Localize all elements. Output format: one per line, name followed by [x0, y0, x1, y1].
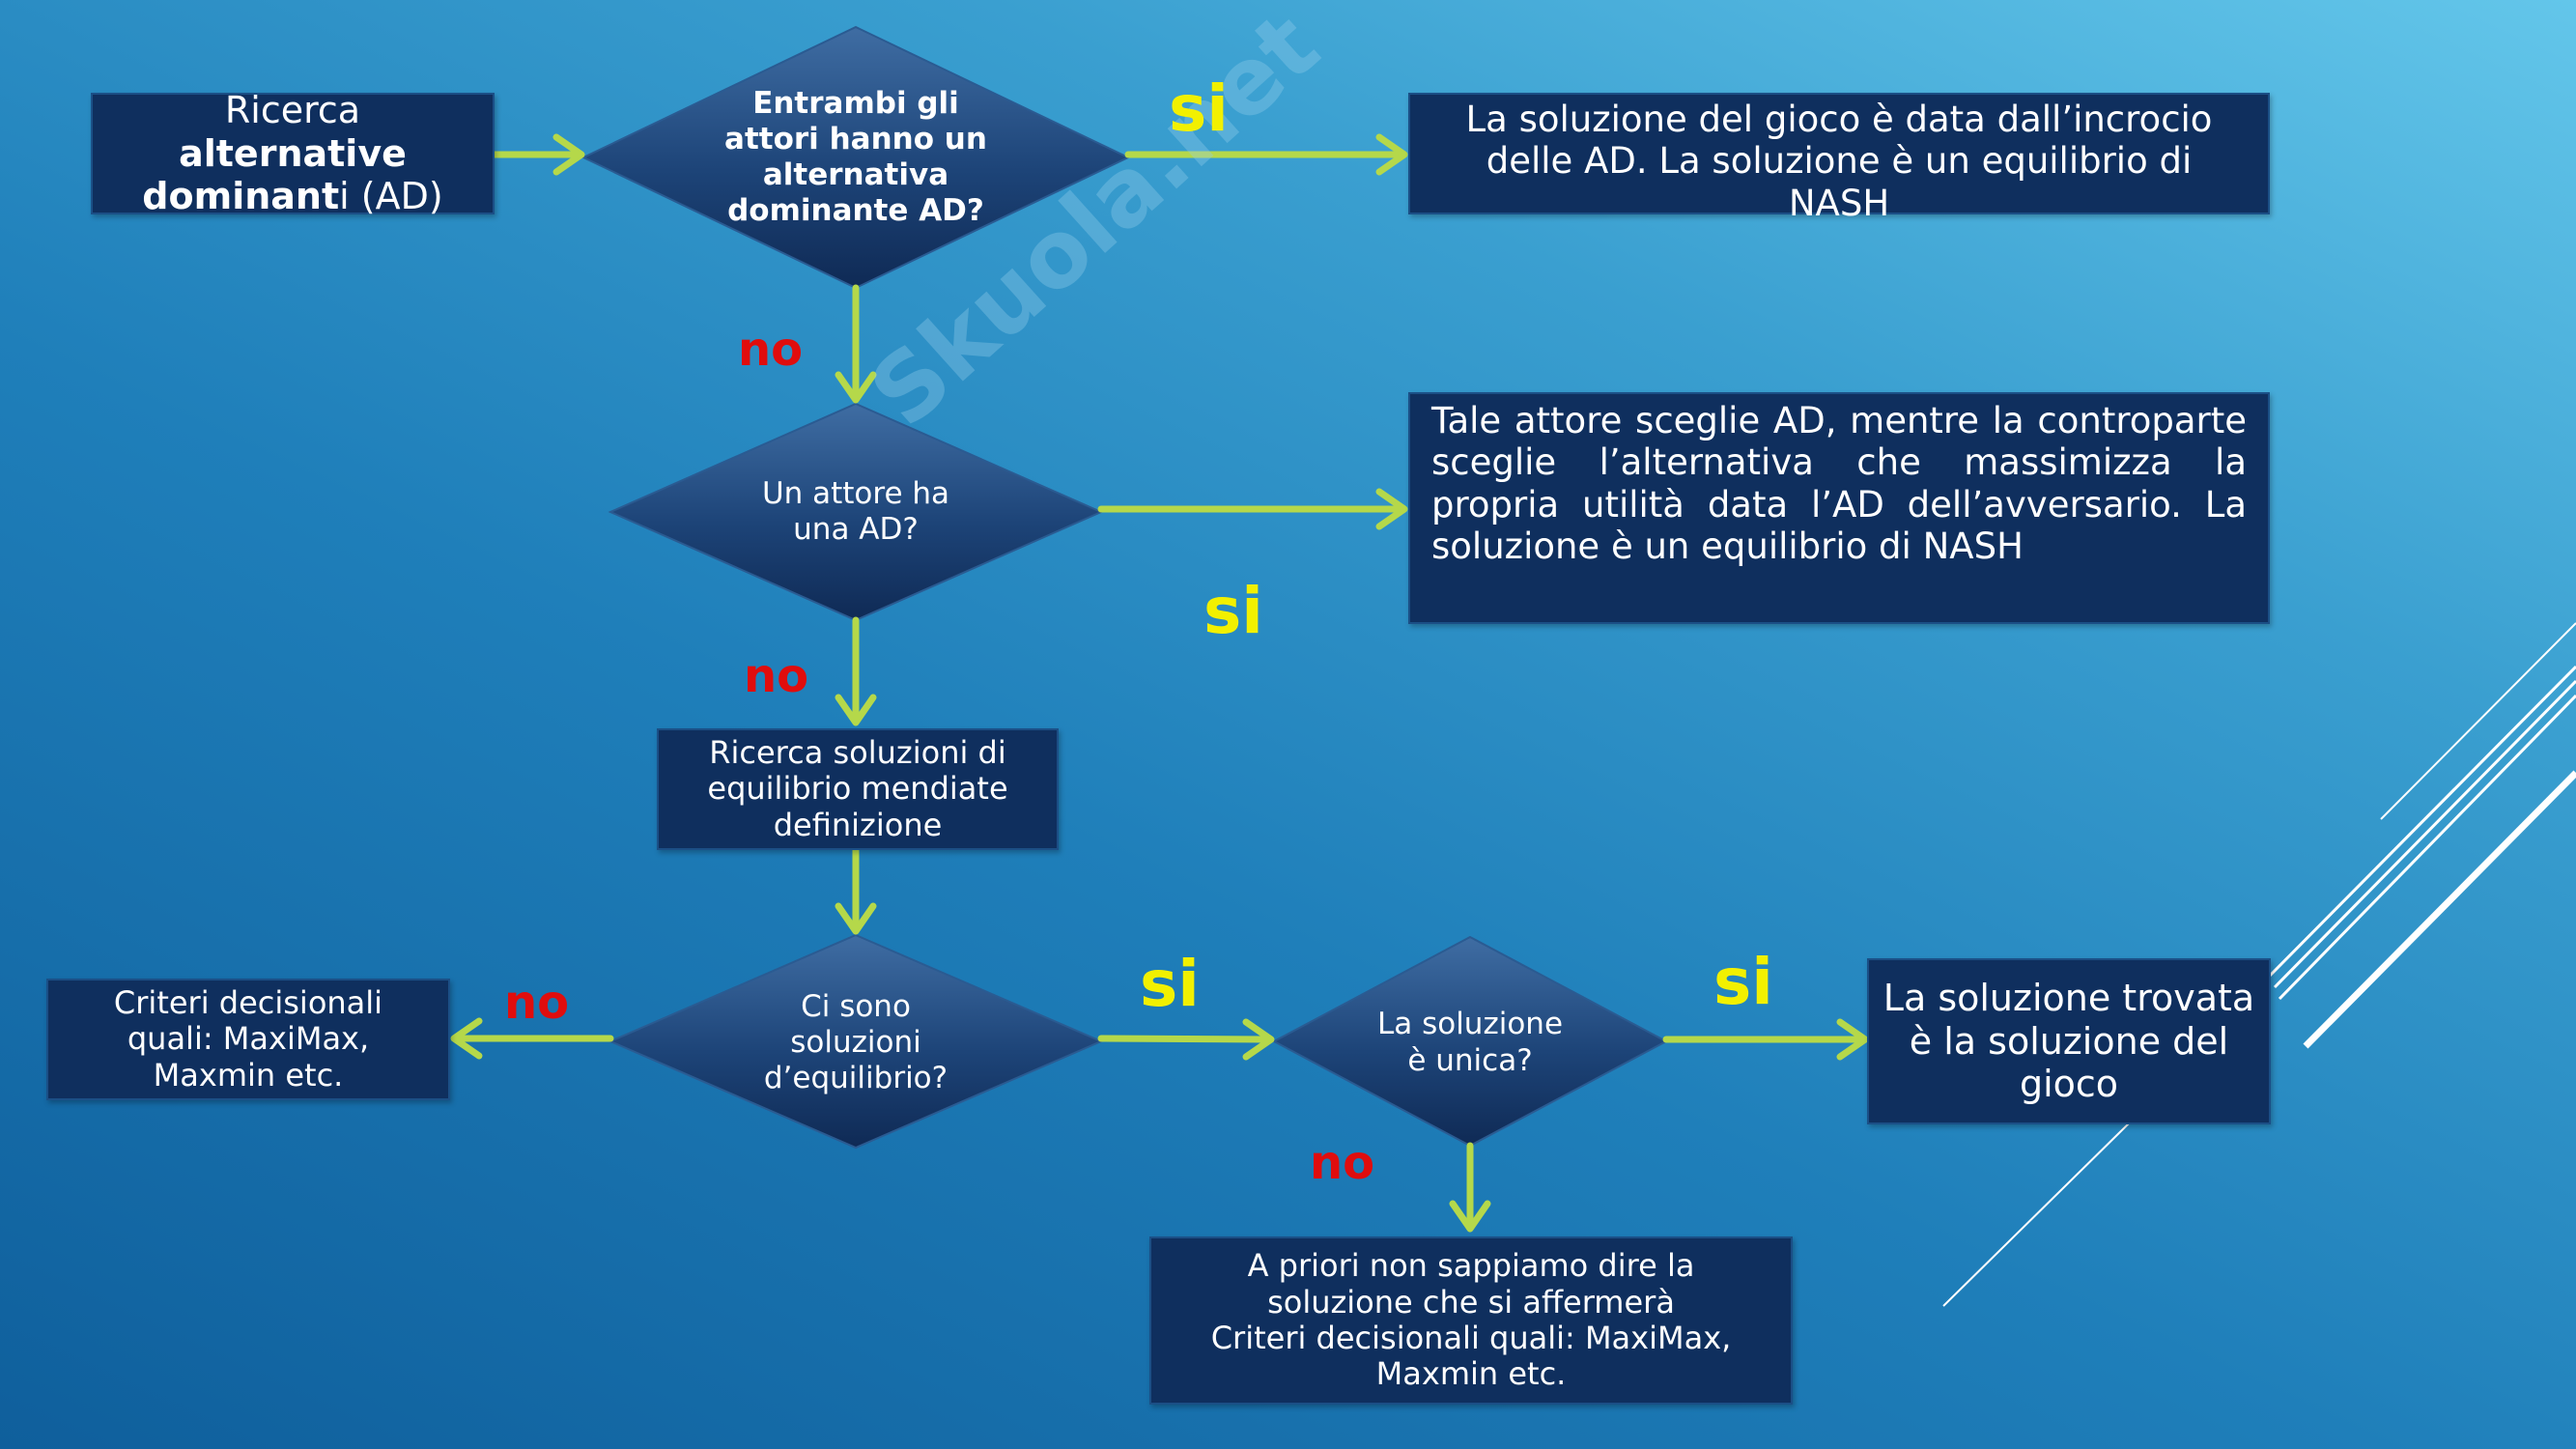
- start-bold2: dominant: [142, 175, 340, 218]
- unknown-line1: A priori non sappiamo dire la: [1247, 1247, 1695, 1285]
- start-line1: Ricerca: [224, 89, 361, 132]
- unknown-text: A priori non sappiamo dire la soluzione …: [1210, 1247, 1732, 1393]
- decision-exist-text: Ci sono soluzioni d’equilibrio?: [763, 988, 948, 1096]
- decision-diamond-exist: [608, 933, 1104, 1150]
- criteria-left-box: Criteri decisionali quali: MaxiMax, Maxm…: [46, 979, 450, 1100]
- nash-one-text: Tale attore sceglie AD, mentre la contro…: [1431, 400, 2247, 567]
- label-no-4: no: [1310, 1136, 1375, 1190]
- solution-final-box: La soluzione trovata è la soluzione del …: [1867, 958, 2271, 1124]
- start-tail2: i (AD): [339, 175, 443, 218]
- unknown-box: A priori non sappiamo dire la soluzione …: [1149, 1236, 1793, 1405]
- search-def-box: Ricerca soluzioni di equilibrio mendiate…: [657, 728, 1059, 850]
- label-si-4: si: [1713, 945, 1773, 1019]
- criteria-left-text: Criteri decisionali quali: MaxiMax, Maxm…: [113, 983, 383, 1094]
- decorative-lines: [1942, 622, 2576, 1307]
- label-si-3: si: [1140, 947, 1200, 1021]
- start-bold1: alternative: [179, 131, 407, 175]
- start-box-text: Ricerca alternative dominanti (AD): [142, 89, 442, 217]
- solution-final-text: La soluzione trovata è la soluzione del …: [1882, 977, 2255, 1106]
- label-no-2: no: [744, 649, 809, 703]
- nash-one-box: Tale attore sceglie AD, mentre la contro…: [1408, 392, 2270, 624]
- search-def-text: Ricerca soluzioni di equilibrio mendiate…: [707, 733, 1008, 843]
- label-no-1: no: [738, 323, 804, 377]
- decision-unique-text: La soluzione è unica?: [1376, 1007, 1564, 1078]
- start-box: Ricerca alternative dominanti (AD): [91, 89, 495, 217]
- label-no-3: no: [504, 976, 570, 1030]
- decision-both-ad-text: Entrambi gli attori hanno un alternativa…: [724, 85, 987, 229]
- decision-one-ad-text: Un attore ha una AD?: [761, 475, 950, 547]
- arrows: [450, 133, 1869, 1233]
- nash-both-box: La soluzione del gioco è data dall’incro…: [1408, 93, 2270, 224]
- unknown-line3: Criteri decisionali quali: MaxiMax,: [1210, 1320, 1732, 1356]
- label-si-1: si: [1169, 71, 1229, 146]
- nash-both-text: La soluzione del gioco è data dall’incro…: [1465, 99, 2213, 224]
- unknown-line4: Maxmin etc.: [1375, 1355, 1567, 1393]
- unknown-line2: soluzione che si affermerà: [1267, 1283, 1675, 1321]
- label-si-2: si: [1203, 574, 1263, 648]
